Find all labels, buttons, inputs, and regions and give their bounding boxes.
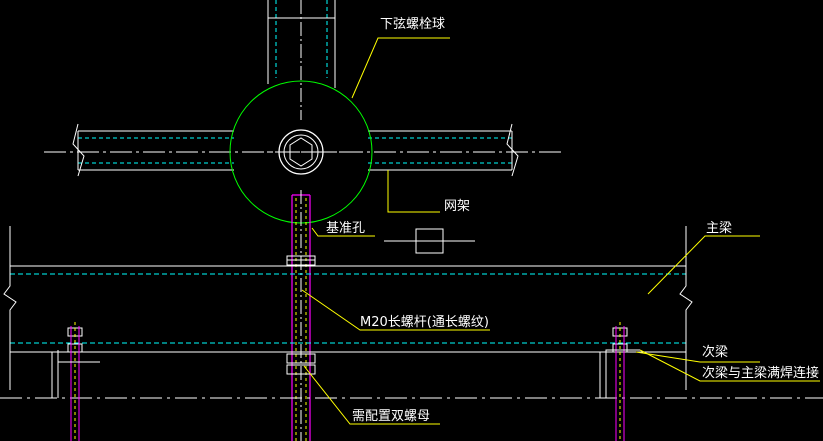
bolt-nut-lower [286,353,316,375]
main-beam [3,226,693,390]
label-lower-bolt-ball: 下弦螺栓球 [380,16,445,32]
leader-lines [301,37,820,425]
secondary-bolt-left [51,322,100,441]
label-secondary-beam: 次梁 [702,344,728,360]
section-symbol [384,228,475,254]
label-long-bolt: M20长螺杆(通长螺纹) [360,315,489,330]
horizontal-chord-tube [44,123,565,177]
secondary-bolt-right [599,322,640,441]
label-datum-hole: 基准孔 [326,221,365,236]
label-secondary-weld: 次梁与主梁满焊连接 [702,365,819,381]
upper-vertical-tube [267,0,336,120]
label-double-nut: 需配置双螺母 [352,409,430,424]
label-space-frame: 网架 [444,199,470,214]
long-bolt [291,190,311,441]
bolt-nut-upper [286,255,316,266]
label-main-beam: 主梁 [706,221,732,236]
